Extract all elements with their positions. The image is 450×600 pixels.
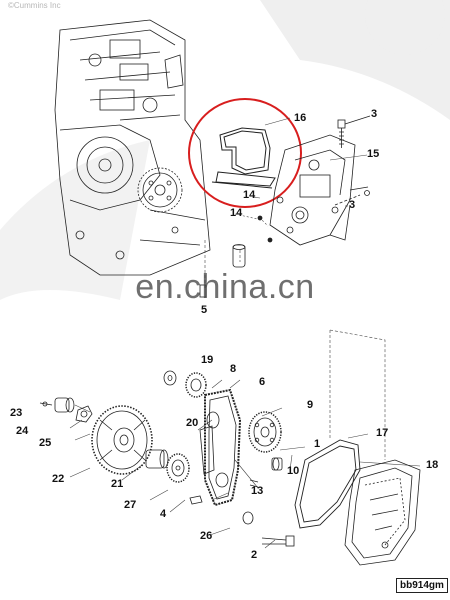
timing-chain-6 (199, 388, 242, 507)
bolt-3-right (364, 190, 370, 196)
label-part-4: 4 (160, 508, 167, 520)
label-part-9: 9 (307, 399, 314, 411)
label-part-24: 24 (16, 425, 29, 437)
label-part-21: 21 (111, 478, 124, 490)
brand-logo-watermark (0, 0, 450, 300)
label-part-3-top: 3 (371, 108, 378, 120)
label-part-27: 27 (124, 499, 137, 511)
highlight-ring (188, 98, 302, 208)
label-part-14-upper: 14 (243, 189, 256, 201)
block-gear (137, 167, 183, 213)
fasteners-23-24-25 (39, 397, 93, 423)
diagram-code-label: bb914gm (396, 578, 448, 593)
bolt-3-top (337, 115, 371, 148)
crank-gear-22 (91, 405, 153, 475)
label-part-8: 8 (230, 363, 237, 375)
label-part-1: 1 (314, 438, 321, 450)
front-cover-18 (344, 459, 421, 566)
copyright-text: ©Cummins Inc (8, 1, 61, 10)
gasket-16 (211, 127, 276, 189)
label-part-22: 22 (52, 473, 65, 485)
label-part-14-lower: 14 (230, 207, 243, 219)
tensioner-gear-9 (248, 411, 282, 453)
dowel-pin (199, 215, 273, 298)
engine-block (54, 19, 211, 276)
label-part-2: 2 (251, 549, 258, 561)
bushing-21 (145, 449, 169, 469)
label-part-26: 26 (200, 530, 213, 542)
label-part-18: 18 (426, 459, 439, 471)
watermark-text: en.china.cn (135, 268, 315, 306)
label-part-3-right: 3 (349, 199, 356, 211)
label-part-25: 25 (39, 437, 52, 449)
gasket-17 (294, 439, 361, 529)
label-part-16: 16 (294, 112, 307, 124)
label-part-23: 23 (10, 407, 23, 419)
label-part-20: 20 (186, 417, 199, 429)
label-part-10: 10 (287, 465, 300, 477)
bolts-2-4-26 (189, 495, 295, 547)
label-part-6: 6 (259, 376, 266, 388)
label-part-17: 17 (376, 427, 389, 439)
label-part-13: 13 (251, 485, 264, 497)
front-housing-15 (269, 134, 369, 246)
small-gear-27 (166, 453, 190, 483)
label-part-5: 5 (201, 304, 208, 316)
label-part-15: 15 (367, 148, 380, 160)
washer-10 (249, 457, 283, 488)
label-part-19: 19 (201, 354, 214, 366)
sprocket-19-gear-8 (163, 370, 207, 398)
